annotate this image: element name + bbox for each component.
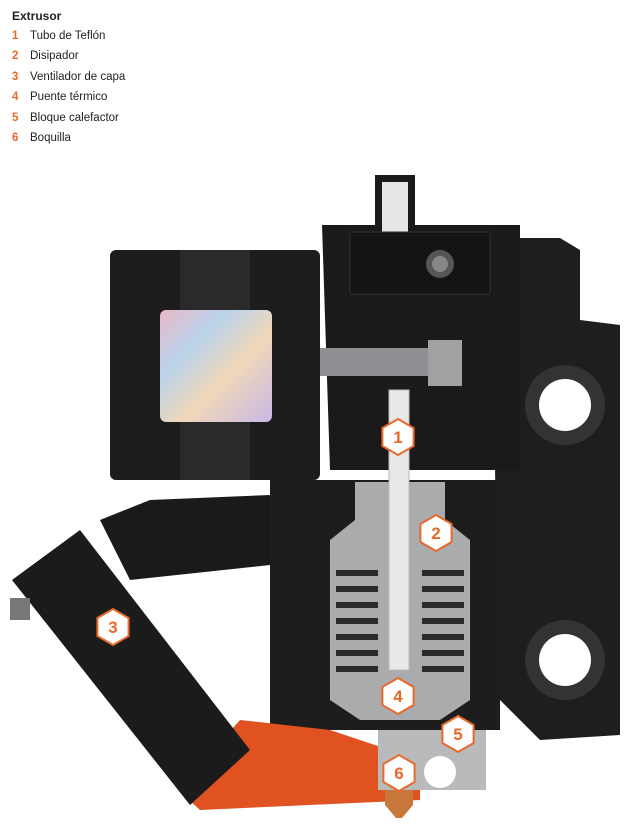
legend-label: Boquilla <box>30 131 71 144</box>
legend-label: Bloque calefactor <box>30 111 119 124</box>
callout-number: 2 <box>431 524 440 543</box>
fan-duct-arm <box>100 495 270 580</box>
callout-number: 5 <box>453 725 462 744</box>
legend-number: 5 <box>12 111 19 124</box>
legend-number: 2 <box>12 50 19 63</box>
hexagon-badge <box>419 513 453 553</box>
legend-label: Disipador <box>30 50 79 63</box>
legend-item: 4 Puente térmico <box>12 91 125 111</box>
callout-marker-4: 4 <box>381 676 415 716</box>
ptfe-tube <box>388 389 410 671</box>
legend-item: 6 Boquilla <box>12 132 125 152</box>
callout-marker-3: 3 <box>96 607 130 647</box>
callout-marker-2: 2 <box>419 513 453 553</box>
legend-label: Puente térmico <box>30 91 108 104</box>
drive-shaft <box>320 348 440 376</box>
hexagon-badge <box>382 753 416 793</box>
legend-number: 3 <box>12 70 19 83</box>
heatsink-fins <box>336 570 464 672</box>
legend: Extrusor 1 Tubo de Teflón 2 Disipador 3 Ven… <box>12 9 125 152</box>
legend-item: 3 Ventilador de capa <box>12 71 125 91</box>
callout-marker-1: 1 <box>381 417 415 457</box>
hexagon-badge <box>96 607 130 647</box>
legend-number: 4 <box>12 91 19 104</box>
hexagon-badge <box>381 676 415 716</box>
legend-label: Tubo de Teflón <box>30 30 106 42</box>
main-body <box>322 175 520 470</box>
callout-number: 3 <box>108 618 117 637</box>
nozzle <box>385 790 413 818</box>
pcb <box>349 231 491 295</box>
legend-label: Ventilador de capa <box>30 70 126 83</box>
callout-number: 1 <box>393 428 402 447</box>
legend-title: Extrusor <box>12 9 62 23</box>
hologram-sticker <box>160 310 272 422</box>
right-body <box>490 238 620 740</box>
callout-marker-5: 5 <box>441 714 475 754</box>
legend-item: 2 Disipador <box>12 50 125 70</box>
layer-fan <box>12 530 250 805</box>
callout-number: 4 <box>393 687 403 706</box>
legend-number: 6 <box>12 131 19 144</box>
callout-marker-6: 6 <box>382 753 416 793</box>
callout-number: 6 <box>394 764 403 783</box>
legend-number: 1 <box>12 30 19 42</box>
legend-item: 1 Tubo de Teflón <box>12 30 125 50</box>
legend-item: 5 Bloque calefactor <box>12 112 125 132</box>
drive-gear <box>428 340 462 386</box>
hexagon-badge <box>381 417 415 457</box>
hexagon-badge <box>441 714 475 754</box>
